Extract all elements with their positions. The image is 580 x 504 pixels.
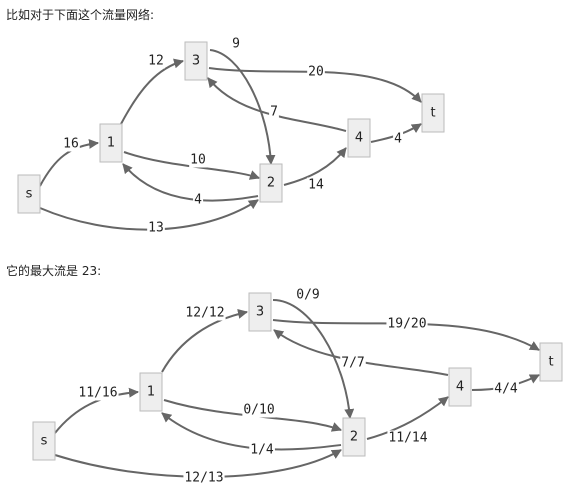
node-label: s: [26, 187, 33, 202]
edge-3-to-2: [209, 49, 276, 165]
edge-2-to-4: [366, 396, 449, 440]
edge-label-background: [193, 192, 204, 208]
node-label: t: [548, 355, 553, 370]
edge-label-background: [147, 53, 165, 69]
edge-label-background: [242, 402, 276, 418]
node-s: s: [17, 174, 41, 214]
node-box: [99, 123, 123, 163]
edge-label-background: [77, 385, 119, 401]
node-t: t: [421, 93, 445, 133]
edge-label-2-to-4: 14: [308, 178, 324, 193]
node-3: 3: [184, 41, 208, 81]
edge-label-1-to-3: 12: [148, 54, 164, 69]
edge-label-background: [62, 136, 80, 152]
node-box: [184, 41, 208, 81]
intro-caption: 比如对于下面这个流量网络:: [6, 8, 155, 22]
edge-label-background: [269, 104, 279, 120]
node-label: 2: [350, 430, 358, 445]
node-box: [347, 118, 371, 158]
node-label: 1: [147, 385, 155, 400]
node-label: 3: [256, 305, 264, 320]
node-label: s: [41, 434, 48, 449]
edge-label-s-to-2: 13: [148, 221, 164, 236]
node-box: [259, 163, 283, 203]
node-t: t: [539, 342, 563, 382]
node-1: 1: [139, 372, 163, 412]
edge-label-background: [340, 355, 366, 371]
edge-label-s-to-2: 12/13: [184, 471, 223, 486]
node-box: [421, 93, 445, 133]
edge-label-background: [249, 442, 275, 458]
edge-label-background: [183, 470, 225, 486]
edge-3-to-t: [208, 67, 422, 103]
edge-label-3-to-2: 0/9: [296, 288, 319, 303]
edge-s-to-1: [39, 138, 99, 187]
edge-labels: 11/16 12/13 12/12 0/10 1/4 0/9 19/20 7/7 4/4 11/1…: [77, 287, 519, 486]
edge-label-3-to-t: 19/20: [387, 317, 426, 332]
edge-label-3-to-t: 20: [308, 65, 324, 80]
edge-label-4-to-3: 7/7: [341, 356, 364, 371]
edge-label-background: [295, 287, 321, 303]
edge-label-1-to-3: 12/12: [185, 306, 224, 321]
max-flow-caption: 它的最大流是 23:: [6, 264, 102, 278]
edge-label-background: [189, 152, 207, 168]
nodes: s 1 2 3 4 t: [32, 292, 563, 461]
node-box: [448, 367, 472, 407]
edge-label-2-to-1: 1/4: [250, 443, 274, 458]
edge-label-s-to-1: 16: [63, 137, 79, 152]
edge-label-2-to-1: 4: [194, 193, 202, 208]
edge-label-background: [387, 430, 429, 446]
node-label: t: [430, 106, 435, 121]
edge-label-background: [493, 381, 519, 397]
edge-1-to-3: [120, 58, 184, 125]
node-box: [139, 372, 163, 412]
node-label: 4: [355, 131, 363, 146]
node-box: [539, 342, 563, 382]
max-flow-diagram: s 1 2 3 4 t 11/16 12/13 12/12 0/10 1/4 0/9 19/20 7/7 4…: [32, 287, 563, 486]
node-box: [17, 174, 41, 214]
node-4: 4: [448, 367, 472, 407]
edge-s-to-1: [54, 387, 139, 434]
node-label: 1: [107, 136, 115, 151]
node-2: 2: [259, 163, 283, 203]
edge-label-2-to-4: 11/14: [388, 431, 427, 446]
edge-label-4-to-t: 4/4: [494, 382, 518, 397]
edge-label-s-to-1: 11/16: [78, 386, 117, 401]
edge-label-background: [231, 36, 241, 52]
node-box: [248, 292, 272, 332]
node-label: 3: [192, 54, 200, 69]
node-2: 2: [342, 417, 366, 457]
edge-2-to-4: [283, 147, 347, 186]
edge-label-background: [184, 305, 226, 321]
node-label: 4: [456, 380, 464, 395]
edge-label-background: [307, 177, 325, 193]
node-3: 3: [248, 292, 272, 332]
edge-1-to-3: [161, 309, 248, 373]
node-label: 2: [267, 176, 275, 191]
edge-label-4-to-3: 7: [270, 105, 278, 120]
node-s: s: [32, 421, 56, 461]
node-1: 1: [99, 123, 123, 163]
node-box: [342, 417, 366, 457]
edge-label-3-to-2: 9: [232, 37, 240, 52]
edge-label-background: [307, 64, 325, 80]
node-4: 4: [347, 118, 371, 158]
edge-label-1-to-2: 10: [190, 153, 206, 168]
edge-label-1-to-2: 0/10: [243, 403, 274, 418]
edge-3-to-2: [272, 299, 355, 419]
edge-label-background: [147, 220, 165, 236]
edge-label-background: [393, 131, 404, 147]
edges: [39, 49, 422, 231]
edge-label-4-to-t: 4: [394, 132, 402, 147]
edge-2-to-1: [122, 163, 259, 202]
edge-label-background: [386, 316, 428, 332]
node-box: [32, 421, 56, 461]
